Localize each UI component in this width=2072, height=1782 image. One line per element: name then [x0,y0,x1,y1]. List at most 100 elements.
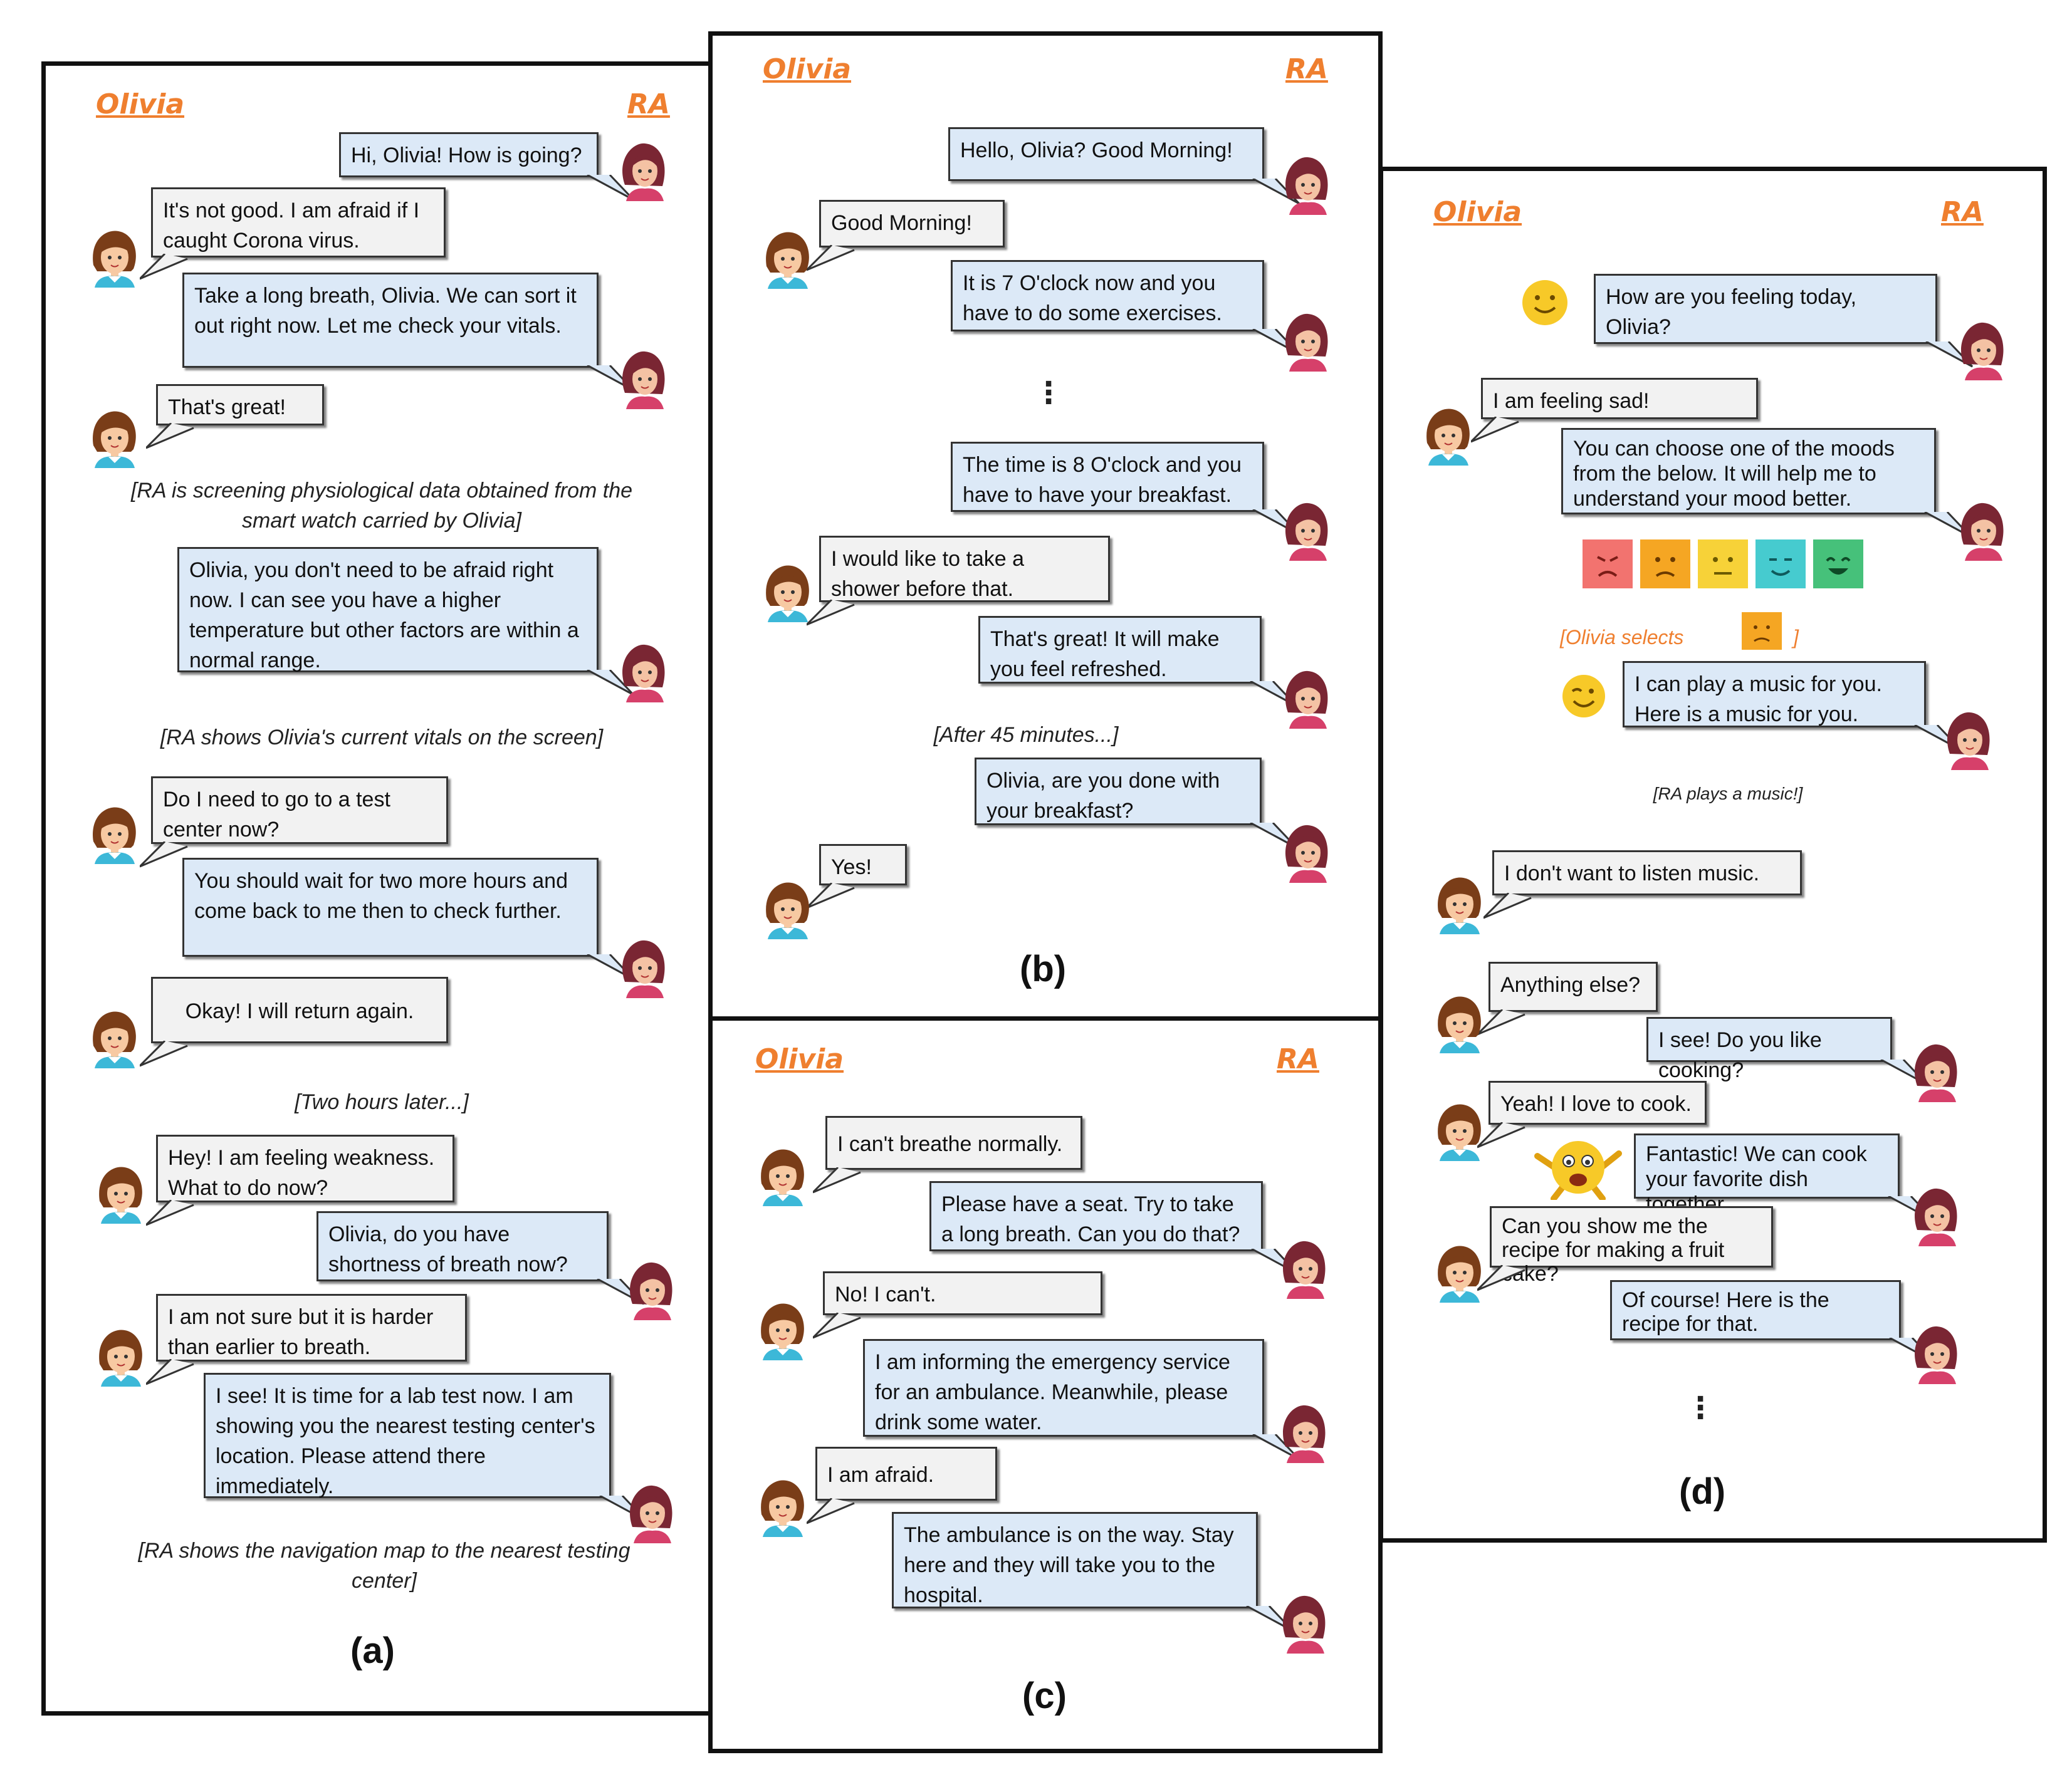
excited-emoji-icon [1534,1141,1622,1200]
selection-note-end: ] [1793,626,1799,649]
ra-avatar [1941,710,1994,770]
bubble-tail [146,1359,202,1387]
olivia-message: I don't want to listen music. [1492,850,1802,895]
narration-note: [Two hours later...] [295,1090,469,1114]
olivia-avatar [87,227,140,288]
ra-message: Hello, Olivia? Good Morning! [948,127,1264,181]
bubble-tail [146,423,202,451]
olivia-message: Good Morning! [819,200,1005,248]
ra-message: How are you feeling today, Olivia? [1594,274,1937,344]
ra-avatar [1277,1403,1329,1463]
olivia-avatar [760,562,813,622]
olivia-message: I am not sure but it is harder than earl… [156,1294,467,1362]
winking-smiley-icon [1562,675,1605,717]
mood-happy-icon[interactable] [1813,539,1863,588]
olivia-avatar [755,1300,808,1360]
ra-message: Olivia, do you have shortness of breath … [317,1211,609,1281]
selection-note-start: [Olivia selects [1560,626,1684,649]
ra-message: The ambulance is on the way. Stay here a… [892,1512,1258,1608]
olivia-avatar [755,1146,808,1206]
olivia-message: No! I can't. [823,1271,1102,1315]
panel-label: (d) [1679,1471,1726,1512]
olivia-message: Hey! I am feeling weakness. What to do n… [156,1135,454,1202]
bubble-tail [1483,893,1540,920]
narration-note: [RA shows Olivia's current vitals on the… [160,726,604,749]
olivia-avatar [87,804,140,864]
ra-avatar [1279,155,1332,215]
mood-selector[interactable] [1583,539,1865,591]
mood-sad-icon[interactable] [1640,539,1690,588]
olivia-message: Do I need to go to a test center now? [151,776,448,844]
narration-note: [RA shows the navigation map to the near… [138,1539,630,1593]
bubble-tail [807,1498,863,1526]
ra-avatar [616,642,669,702]
ra-message: That's great! It will make you feel refr… [978,616,1262,684]
olivia-avatar [93,1326,146,1387]
olivia-avatar [87,1008,140,1068]
ellipsis: ⋮ [1033,377,1064,410]
ra-avatar [1279,501,1332,561]
smiley-icon [1522,280,1567,325]
olivia-message: Anything else? [1489,962,1658,1012]
ra-avatar [616,349,669,409]
narration-note: [RA plays a music!] [1653,784,1803,803]
olivia-message: Okay! I will return again. [151,977,448,1043]
selected-sad-mood-icon [1742,612,1782,650]
olivia-message: Yeah! I love to cook. [1489,1081,1707,1125]
panel-a: Olivia RA Hi, Olivia! How is going? It's… [41,61,725,1716]
ra-message: It is 7 O'clock now and you have to do s… [951,260,1264,331]
ra-avatar [1279,669,1332,729]
ra-message: The time is 8 O'clock and you have to ha… [951,442,1264,512]
mood-calm-icon[interactable] [1755,539,1806,588]
mood-neutral-icon[interactable] [1698,539,1748,588]
ra-avatar [1955,320,2007,380]
ra-avatar [1908,1042,1961,1102]
ra-message: Please have a seat. Try to take a long b… [929,1181,1263,1251]
bubble-tail [146,1200,202,1227]
panel-label: (a) [350,1630,395,1671]
ra-message: Olivia, you don't need to be afraid righ… [177,547,599,672]
olivia-avatar [1421,405,1473,466]
olivia-avatar [1432,1243,1485,1303]
bubble-tail [813,1167,869,1195]
ra-message: I can play a music for you. Here is a mu… [1623,661,1926,727]
bubble-tail [1477,1009,1534,1037]
ra-avatar [1908,1324,1961,1384]
panel-b: Olivia RA Hello, Olivia? Good Morning! G… [708,31,1383,1021]
olivia-message: I am afraid. [815,1447,997,1501]
bubble-tail [813,1313,869,1340]
ra-header: RA [627,88,670,120]
bubble-tail [1471,417,1527,444]
olivia-avatar [1432,993,1485,1053]
panel-label: (c) [1022,1675,1067,1716]
bubble-tail [807,883,863,910]
ra-message: I see! It is time for a lab test now. I … [204,1373,611,1498]
bubble-tail [807,600,863,627]
ra-avatar [1908,1186,1961,1246]
ra-message: Olivia, are you done with your breakfast… [975,758,1262,825]
olivia-avatar [87,408,140,468]
ra-message: Of course! Here is the recipe for that. [1610,1280,1901,1340]
ra-avatar [1277,1239,1329,1299]
olivia-message: Yes! [819,844,907,885]
bubble-tail [1477,1265,1534,1293]
panel-label: (b) [1020,949,1067,989]
ra-message: Hi, Olivia! How is going? [339,132,599,177]
olivia-header: Olivia [96,88,185,120]
olivia-message: That's great! [156,384,324,425]
olivia-header: Olivia [1433,196,1522,228]
ra-message: Fantastic! We can cook your favorite dis… [1634,1133,1900,1216]
olivia-avatar [760,879,813,939]
ellipsis: ⋮ [1685,1392,1715,1425]
narration-note: [RA is screening physiological data obta… [130,479,633,533]
ra-message: I am informing the emergency service for… [863,1339,1264,1437]
panel-c: Olivia RA I can't breathe normally. Plea… [708,1016,1383,1753]
ra-message: You can choose one of the moods from the… [1561,428,1936,514]
olivia-message: It's not good. I am afraid if I caught C… [151,187,446,258]
ra-avatar [624,1260,676,1320]
ra-message: You should wait for two more hours and c… [182,858,599,957]
ra-header: RA [1941,196,1984,228]
mood-angry-icon[interactable] [1583,539,1633,588]
ra-avatar [1277,1593,1329,1654]
olivia-avatar [1432,1101,1485,1161]
